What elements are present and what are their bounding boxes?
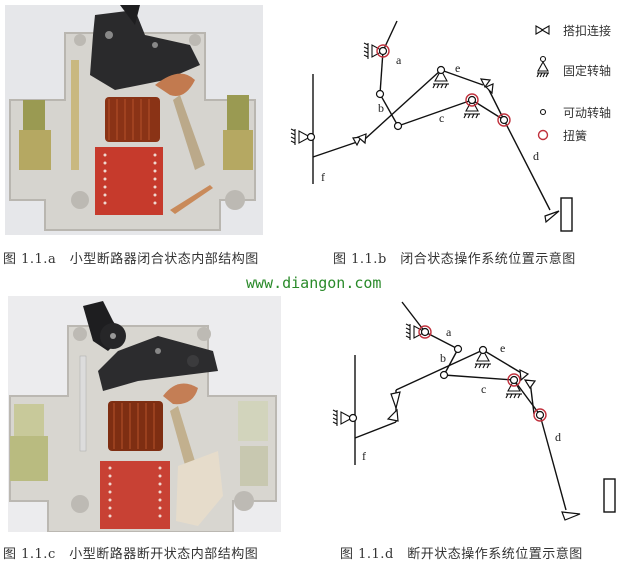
caption-figure-c: 图 1.1.c 小型断路器断开状态内部结构图 xyxy=(3,547,259,562)
fixed-pivot-icon xyxy=(332,409,354,426)
fixed-pivot-icon xyxy=(432,68,449,89)
movable-pivot-icon xyxy=(539,108,547,116)
legend-label-latch: 搭扣连接 xyxy=(563,24,612,38)
link-label-e: e xyxy=(455,61,460,75)
link-label-e: e xyxy=(500,341,505,355)
link-label-c: c xyxy=(439,111,444,125)
caption-figure-b: 图 1.1.b 闭合状态操作系统位置示意图 xyxy=(333,252,576,267)
latch-connection-icon xyxy=(386,368,581,521)
watermark-link[interactable]: www.diangon.com xyxy=(246,274,382,292)
link-label-f: f xyxy=(362,449,366,463)
latch-connection-icon xyxy=(352,78,560,224)
open-state-diagram: a b c d e f xyxy=(332,301,616,521)
breaker-open-photo xyxy=(8,296,281,532)
movable-pivot-icon xyxy=(348,327,545,423)
caption-figure-a: 图 1.1.a 小型断路器闭合状态内部结构图 xyxy=(3,252,259,267)
legend-label-fixed-pivot: 固定转轴 xyxy=(563,64,612,78)
caption-figure-d: 图 1.1.d 断开状态操作系统位置示意图 xyxy=(340,547,583,562)
link-label-f: f xyxy=(321,170,325,184)
breaker-closed-photo xyxy=(5,5,263,235)
torsion-spring-icon xyxy=(376,44,511,127)
breaker-open-illustration xyxy=(8,296,281,532)
breaker-closed-illustration xyxy=(5,5,263,235)
fixed-pivot-icon xyxy=(290,128,312,145)
link-label-b: b xyxy=(440,351,446,365)
closed-state-diagram: a b c d e f xyxy=(290,20,573,232)
legend: 搭扣连接 固定转轴 可动转轴 扭簧 xyxy=(535,15,640,145)
link-label-c: c xyxy=(481,382,486,396)
link-label-a: a xyxy=(446,325,452,339)
torsion-spring-icon xyxy=(418,325,547,422)
fixed-pivot-icon xyxy=(474,348,491,369)
movable-pivot-icon xyxy=(306,46,509,142)
link-label-d: d xyxy=(555,430,561,444)
link-label-b: b xyxy=(378,101,384,115)
legend-label-movable-pivot: 可动转轴 xyxy=(563,106,612,120)
link-label-d: d xyxy=(533,149,539,163)
link-label-a: a xyxy=(396,53,402,67)
latch-connection-icon xyxy=(535,25,550,35)
fixed-pivot-icon xyxy=(536,55,549,78)
torsion-spring-icon xyxy=(537,129,549,141)
legend-label-torsion-spring: 扭簧 xyxy=(563,129,588,143)
